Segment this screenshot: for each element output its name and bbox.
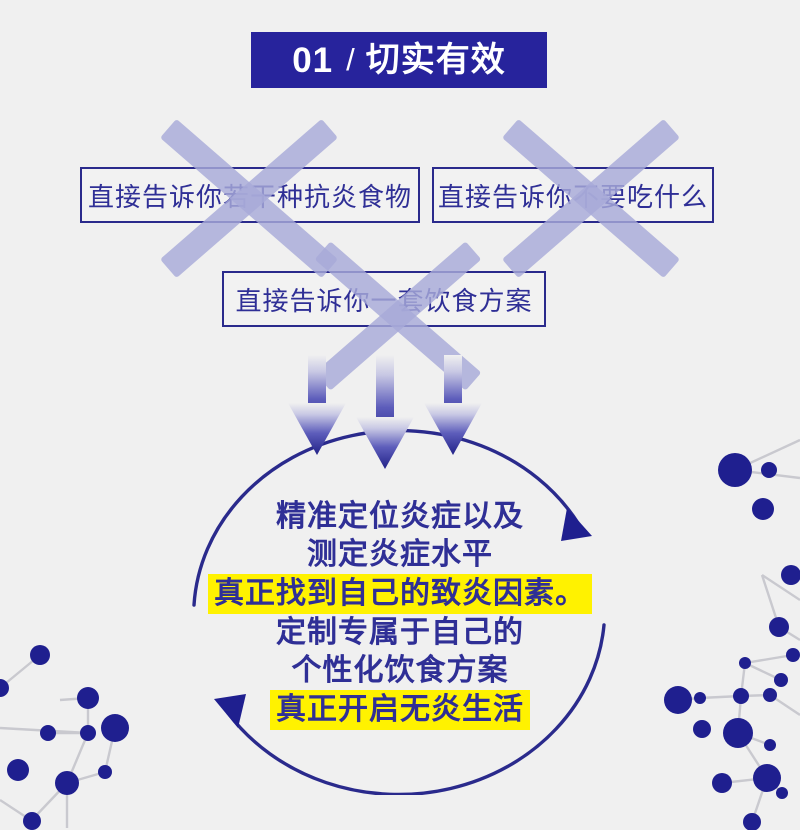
- rejected-option-label: 直接告诉你一套饮食方案: [235, 285, 533, 316]
- message-line: 个性化饮食方案: [291, 654, 509, 687]
- rejected-option-box-2: 直接告诉你不要吃什么: [432, 167, 714, 223]
- rejected-option-box-1: 直接告诉你若干种抗炎食物: [80, 167, 420, 223]
- rejected-option-label: 直接告诉你不要吃什么: [437, 181, 708, 212]
- down-arrow-icon-left: [288, 355, 346, 455]
- down-arrow-icon-right: [424, 355, 482, 455]
- down-arrow-icon-middle: [356, 355, 414, 469]
- section-number: 01: [292, 40, 334, 80]
- header-separator: /: [346, 41, 355, 77]
- message-line-highlighted: 真正找到自己的致炎因素。: [208, 574, 592, 614]
- message-line: 精准定位炎症以及: [276, 500, 524, 533]
- message-line-highlighted: 真正开启无炎生活: [270, 690, 530, 730]
- rejected-option-box-3: 直接告诉你一套饮食方案: [222, 271, 546, 327]
- message-line: 测定炎症水平: [307, 538, 493, 571]
- central-message-block: 精准定位炎症以及 测定炎症水平 真正找到自己的致炎因素。 定制专属于自己的 个性…: [160, 498, 640, 730]
- section-header-banner: 01 / 切实有效: [251, 32, 547, 88]
- downward-arrows-group: [288, 355, 482, 469]
- section-title: 切实有效: [365, 41, 506, 79]
- rejected-option-label: 直接告诉你若干种抗炎食物: [87, 181, 412, 212]
- message-line: 定制专属于自己的: [276, 616, 524, 649]
